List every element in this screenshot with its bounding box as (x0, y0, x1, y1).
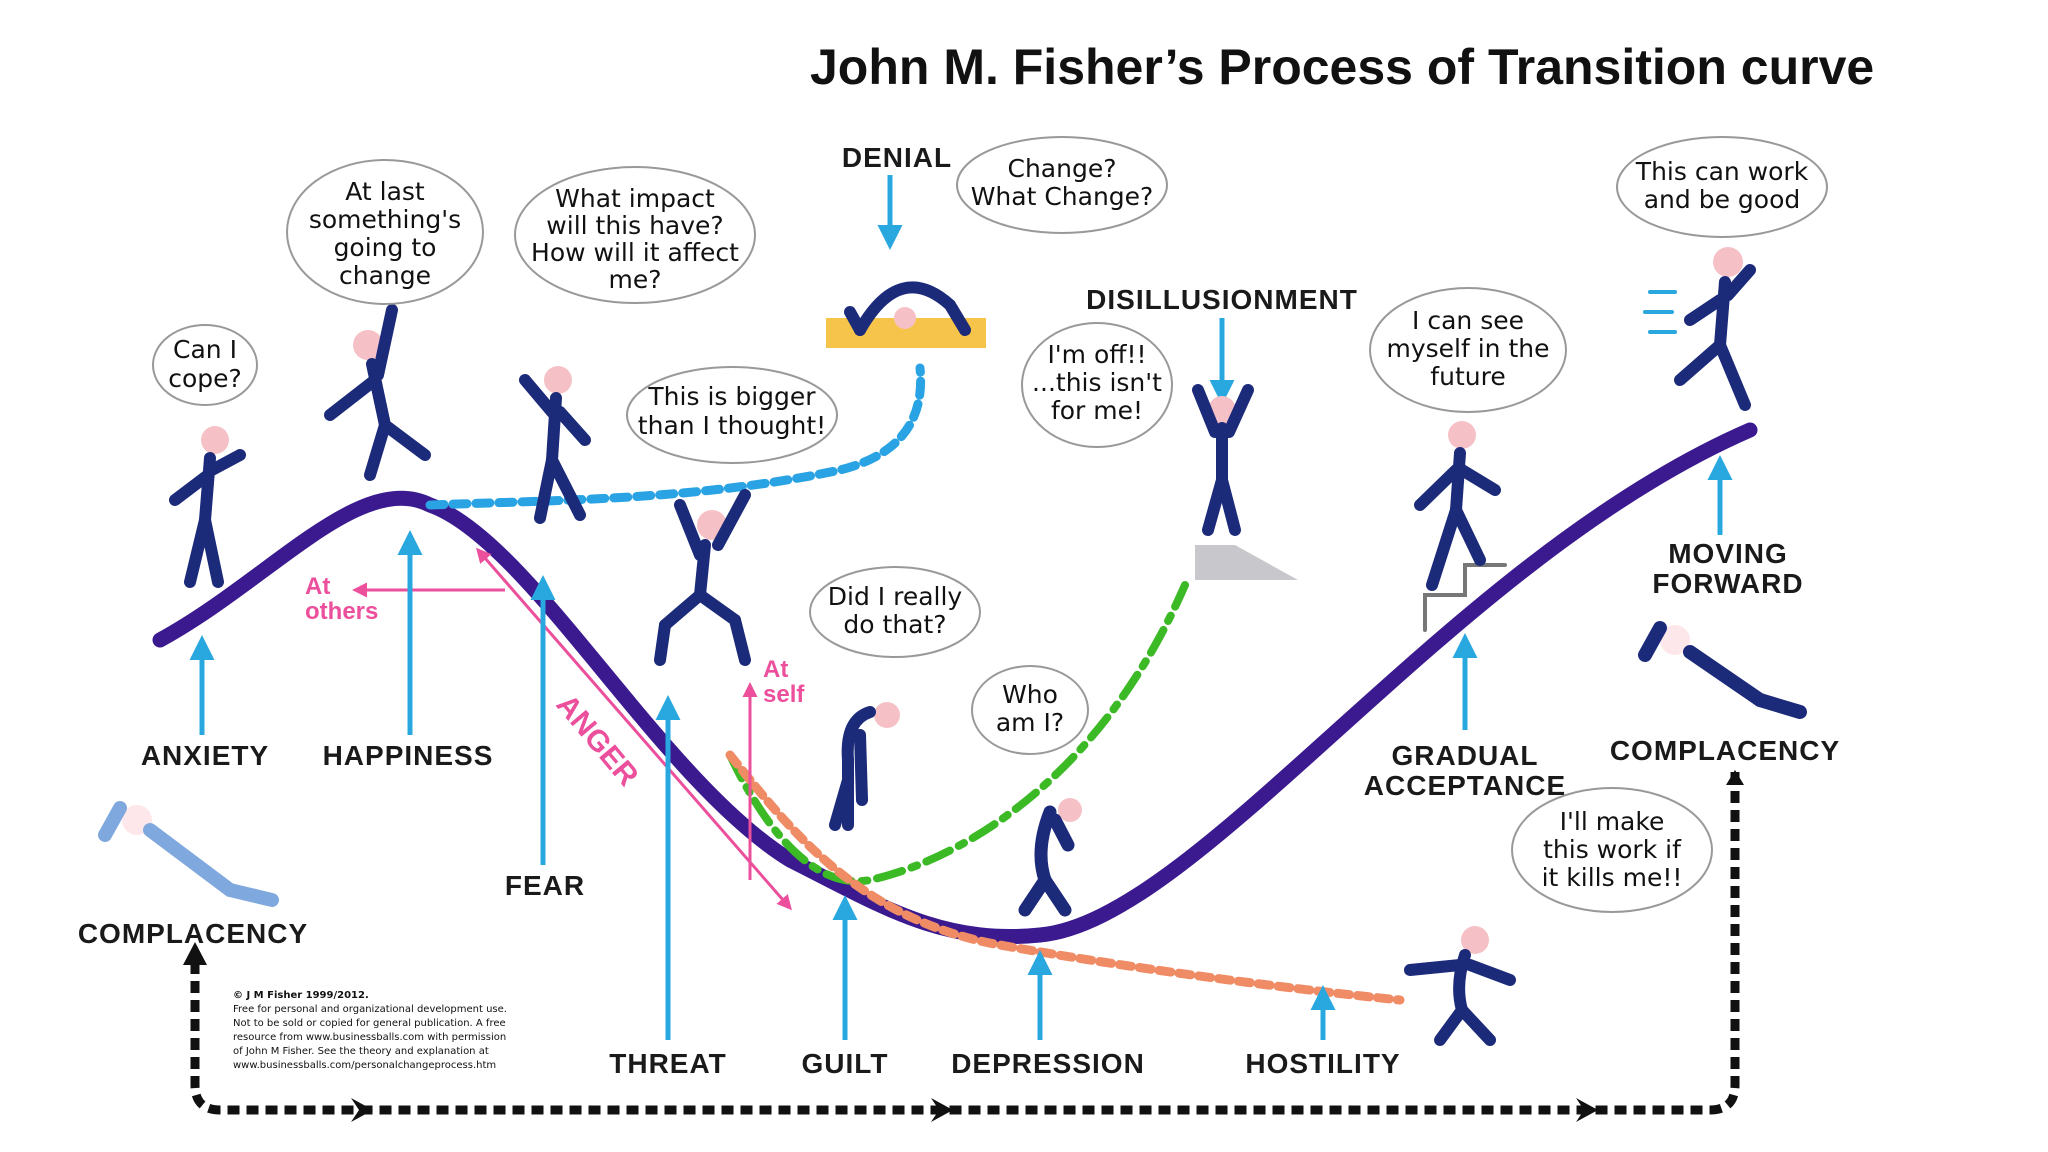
stage-disillusionment: DISILLUSIONMENT (1086, 284, 1358, 315)
figure-guilt (829, 702, 900, 831)
stage-guilt: GUILT (802, 1048, 889, 1079)
svg-text:for me!: for me! (1051, 396, 1143, 425)
figure-fear (519, 366, 591, 524)
thought-bubble-at-last: At last something's going to change (286, 159, 484, 305)
stage-denial: DENIAL (842, 142, 952, 173)
stage-threat: THREAT (609, 1048, 726, 1079)
stage-forward: FORWARD (1652, 568, 1803, 599)
stage-hostility: HOSTILITY (1245, 1048, 1400, 1079)
stage-acceptance: ACCEPTANCE (1364, 770, 1566, 801)
svg-text:At last: At last (345, 177, 425, 206)
thought-bubble-off: I'm off!! ...this isn't for me! (1021, 322, 1173, 448)
transition-curve (152, 422, 1758, 945)
svg-text:Who: Who (1002, 680, 1058, 709)
svg-text:Change?: Change? (1008, 154, 1117, 183)
anger-arrows (352, 547, 792, 911)
figure-threat (654, 489, 751, 666)
complacency-loop (183, 770, 1744, 1122)
svg-text:I can see: I can see (1412, 306, 1524, 335)
svg-text:something's: something's (309, 205, 461, 234)
thought-bubble-bigger: This is bigger than I thought! (626, 366, 838, 464)
credit-line-6: www.businessballs.com/personalchangeproc… (233, 1060, 496, 1071)
svg-text:I'll make: I'll make (1560, 807, 1665, 836)
figure-depression (1018, 798, 1082, 917)
thought-bubble-cope: Can I cope? (152, 324, 258, 406)
at-self-label-1: At (763, 656, 788, 683)
stage-anxiety: ANXIETY (141, 740, 269, 771)
svg-text:change: change (339, 261, 431, 290)
svg-text:...this isn't: ...this isn't (1032, 368, 1162, 397)
figure-denial (826, 281, 986, 348)
svg-text:will this have?: will this have? (546, 211, 723, 240)
thought-bubble-change: Change? What Change? (956, 136, 1168, 234)
figure-anxiety (169, 426, 246, 588)
hostility-path (725, 750, 1405, 1005)
thought-bubble-make: I'll make this work if it kills me!! (1511, 787, 1713, 913)
thought-bubble-work: This can work and be good (1616, 136, 1828, 238)
svg-text:This can work: This can work (1635, 157, 1809, 186)
svg-text:do that?: do that? (843, 610, 946, 639)
figure-complacency-right (1638, 621, 1807, 719)
denial-path (425, 363, 926, 510)
credit-line-4: resource from www.businessballs.com with… (233, 1032, 506, 1043)
svg-text:myself in the: myself in the (1386, 334, 1549, 363)
svg-text:This is bigger: This is bigger (647, 382, 816, 411)
svg-text:this work if: this work if (1543, 835, 1682, 864)
stage-happiness: HAPPINESS (323, 740, 494, 771)
stage-fear: FEAR (505, 870, 585, 901)
svg-text:How will it affect: How will it affect (531, 238, 739, 267)
svg-text:going to: going to (334, 233, 437, 262)
thought-bubble-really: Did I really do that? (809, 566, 981, 658)
stage-moving: MOVING (1668, 538, 1788, 569)
at-self-label-2: self (763, 681, 805, 708)
svg-text:cope?: cope? (168, 364, 242, 393)
stage-arrows (189, 175, 1733, 1040)
figure-hostility (1404, 926, 1516, 1046)
svg-text:it kills me!!: it kills me!! (1542, 863, 1683, 892)
credit-line-2: Free for personal and organizational dev… (233, 1004, 507, 1015)
svg-text:Did I really: Did I really (828, 582, 963, 611)
svg-text:I'm off!!: I'm off!! (1047, 340, 1146, 369)
at-others-label-2: others (305, 598, 378, 625)
credit-line-3: Not to be sold or copied for general pub… (233, 1018, 506, 1029)
figure-complacency-left (98, 801, 279, 907)
thought-bubble-future: I can see myself in the future (1369, 287, 1567, 413)
svg-text:than I thought!: than I thought! (638, 411, 826, 440)
svg-text:Can I: Can I (173, 335, 237, 364)
figure-happiness (324, 304, 431, 481)
stage-depression: DEPRESSION (951, 1048, 1145, 1079)
figure-disillusionment (1192, 384, 1298, 580)
credit-block: © J M Fisher 1999/2012. Free for persona… (233, 990, 507, 1071)
credit-line-5: of John M Fisher. See the theory and exp… (233, 1046, 489, 1057)
stage-complacency-right: COMPLACENCY (1610, 735, 1840, 766)
credit-line-1: © J M Fisher 1999/2012. (233, 990, 369, 1001)
stage-gradual: GRADUAL (1392, 740, 1539, 771)
page-title: John M. Fisher’s Process of Transition c… (810, 39, 1875, 95)
figure-moving-forward (1643, 247, 1756, 411)
svg-text:and be good: and be good (1644, 185, 1801, 214)
svg-text:me?: me? (608, 265, 661, 294)
anger-diagonal-arrow (476, 547, 792, 911)
svg-text:am I?: am I? (996, 708, 1064, 737)
svg-text:future: future (1430, 362, 1505, 391)
thought-bubble-who: Who am I? (971, 665, 1089, 755)
svg-text:What Change?: What Change? (971, 182, 1154, 211)
stage-complacency-left: COMPLACENCY (78, 918, 308, 949)
at-others-label-1: At (305, 573, 330, 600)
svg-text:What impact: What impact (555, 184, 715, 213)
thought-bubble-impact: What impact will this have? How will it … (514, 166, 756, 304)
figure-gradual-acceptance (1414, 421, 1507, 632)
